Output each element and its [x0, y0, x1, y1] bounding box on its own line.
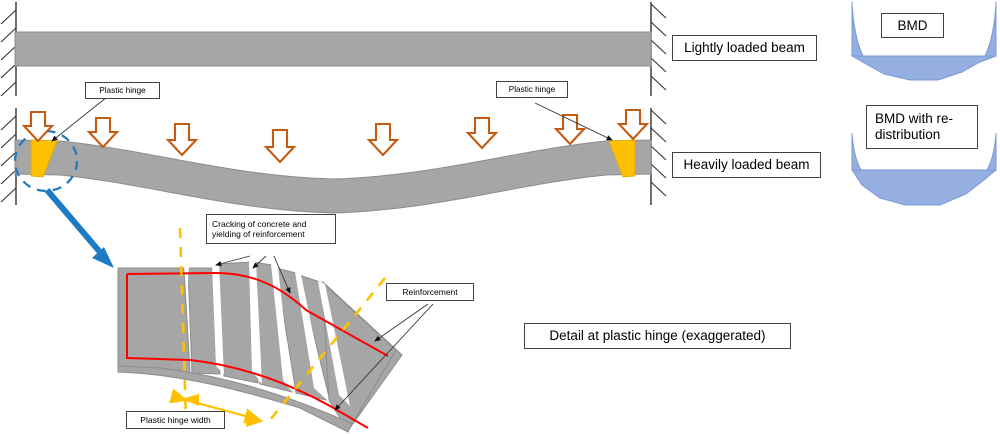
label-bmd: BMD — [881, 13, 944, 38]
label-reinforcement: Reinforcement — [386, 283, 474, 301]
load-arrow — [21, 110, 55, 143]
support-left-lower — [0, 108, 17, 205]
detail-compression-face — [117, 365, 353, 433]
reinforcement-top-bar — [126, 271, 389, 357]
plastic-hinge-left-text: Plastic hinge — [99, 85, 146, 95]
reinforcement-bottom-bar — [126, 274, 369, 429]
label-plastic-hinge-left: Plastic hinge — [85, 82, 160, 99]
detail-concrete-segment — [187, 267, 221, 375]
load-arrow — [465, 116, 499, 150]
bmd-hogging-right-area — [984, 1, 997, 57]
support-right-lower — [650, 108, 667, 205]
detail-caption-text: Detail at plastic hinge (exaggerated) — [549, 328, 766, 344]
hinge-width-reference-left — [178, 227, 188, 421]
cracking-text: Cracking of concrete and yielding of rei… — [212, 218, 307, 239]
bmd-hogging-left-area — [851, 1, 864, 57]
load-arrow — [165, 122, 199, 157]
crack-wedge — [184, 267, 189, 300]
support-left-upper — [0, 2, 17, 97]
bmd-redistribution-text: BMD with re- distribution — [875, 111, 954, 142]
plastic-hinge-wedge-right — [608, 139, 636, 178]
bmd-redistributed-hogging-right-area — [986, 132, 997, 171]
detail-callout-arrow-group — [44, 188, 114, 268]
bmd-redistributed-sagging-area — [851, 169, 998, 206]
hinge-width-reference-right — [264, 277, 387, 426]
load-arrow — [366, 122, 400, 157]
cracking-leaders — [215, 255, 291, 294]
label-lightly-loaded-beam: Lightly loaded beam — [672, 35, 817, 61]
leader-plastic-hinge-left — [51, 96, 108, 142]
load-arrow — [263, 128, 297, 164]
crack-wedge — [318, 281, 350, 406]
plastic-hinge-right-text: Plastic hinge — [508, 84, 556, 94]
load-arrow — [553, 113, 587, 146]
load-arrow — [86, 116, 120, 149]
crack-wedge — [295, 272, 327, 400]
crack-wedge — [249, 261, 262, 384]
crack-wedge — [212, 263, 224, 374]
lightly-loaded-beam-text: Lightly loaded beam — [684, 40, 805, 56]
lightly-loaded-beam-body — [14, 31, 652, 67]
load-arrow — [616, 108, 650, 141]
plastic-hinge-highlight-circle — [13, 129, 79, 193]
load-arrows-group — [21, 108, 650, 164]
reinforcement-leaders — [334, 303, 434, 411]
plastic-hinge-detail — [117, 227, 434, 433]
label-detail-caption: Detail at plastic hinge (exaggerated) — [524, 323, 791, 349]
label-plastic-hinge-right: Plastic hinge — [496, 81, 568, 98]
detail-cracks — [184, 261, 350, 406]
crack-wedge — [271, 264, 292, 392]
label-cracking: Cracking of concrete and yielding of rei… — [206, 214, 336, 244]
bmd-redistributed-hogging-left-area — [851, 132, 862, 171]
bmd-chart-upper — [850, 1, 997, 81]
label-heavily-loaded-beam: Heavily loaded beam — [672, 152, 821, 178]
bmd-chart-lower — [851, 132, 998, 206]
bmd-text: BMD — [897, 17, 928, 33]
label-bmd-redistribution: BMD with re- distribution — [866, 105, 978, 149]
support-right-upper — [650, 2, 667, 96]
heavily-loaded-beam-body — [14, 139, 652, 214]
heavily-loaded-beam-text: Heavily loaded beam — [683, 157, 810, 173]
reinforcement-text: Reinforcement — [402, 286, 458, 297]
detail-concrete-segment — [117, 267, 191, 373]
leader-plastic-hinge-right — [534, 102, 613, 141]
plastic-hinge-width-text: Plastic hinge width — [140, 414, 211, 425]
bmd-sagging-area — [850, 55, 997, 81]
label-plastic-hinge-width: Plastic hinge width — [126, 411, 225, 429]
plastic-hinge-wedge-left — [30, 139, 58, 178]
